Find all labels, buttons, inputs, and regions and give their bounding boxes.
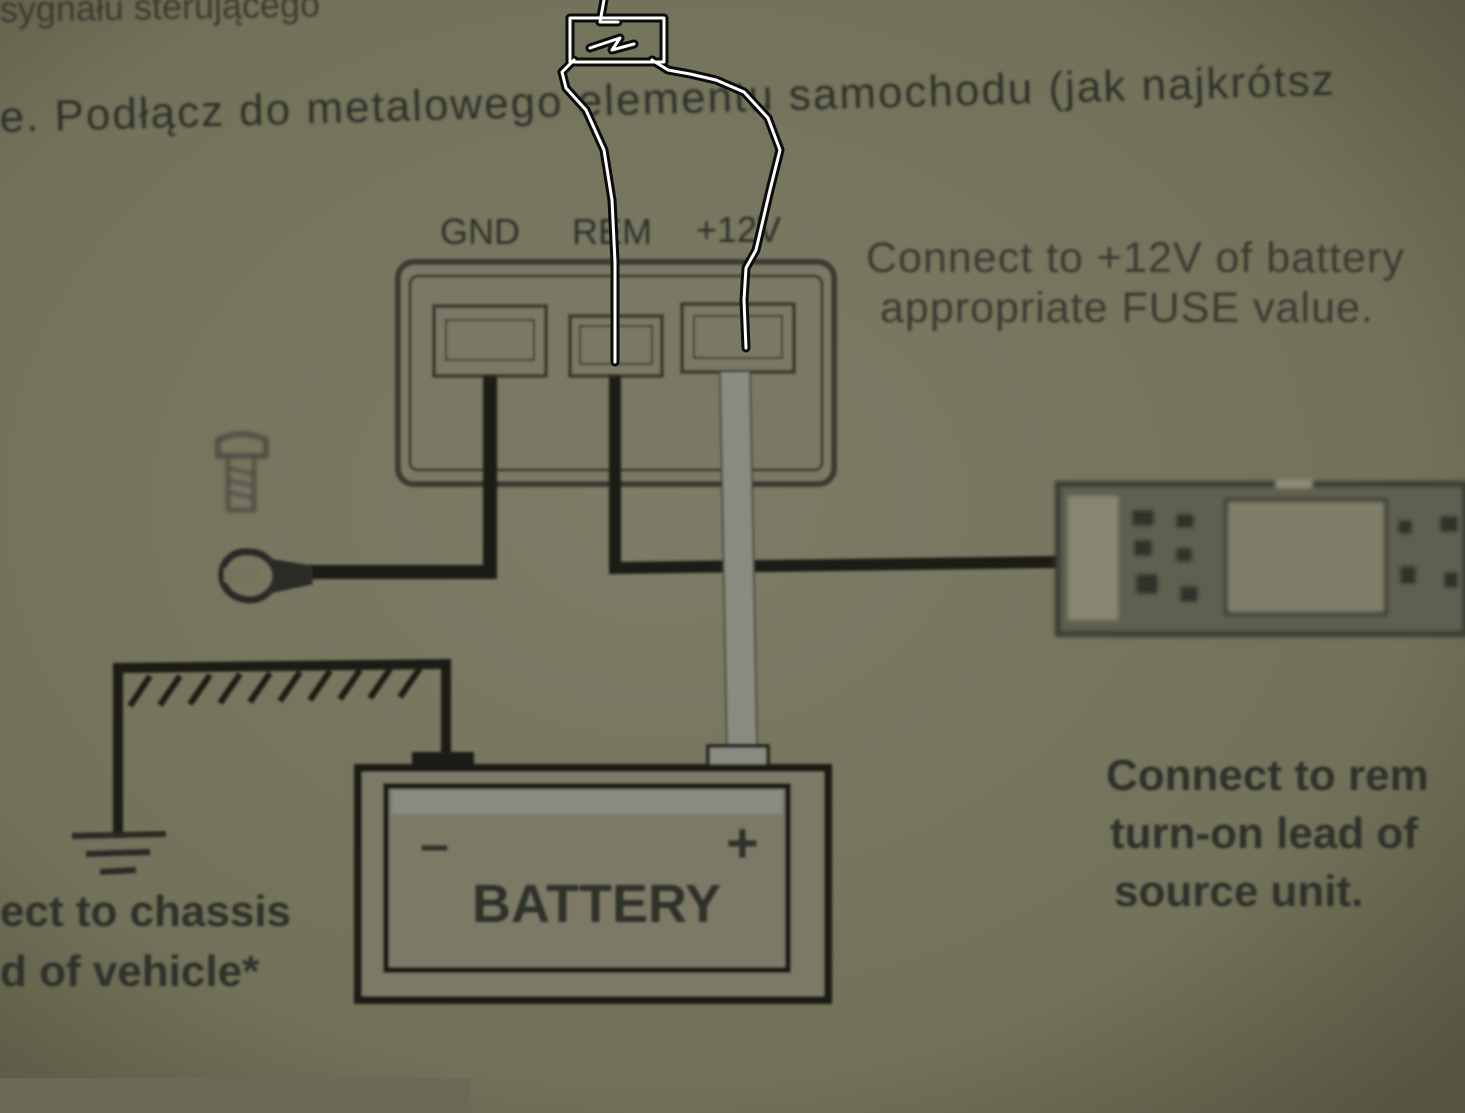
battery-icon (354, 744, 832, 1004)
battery-minus-label: – (420, 816, 449, 874)
chassis-ground (113, 658, 451, 836)
chassis-note-line-1: ect to chassis (0, 887, 291, 936)
head-unit-icon (1055, 480, 1465, 637)
header-text-line-1: sygnału sterującego (0, 0, 320, 30)
battery-plus-label: + (726, 811, 759, 874)
rem-wire (609, 376, 1059, 575)
hand-drawn-annotation (557, 0, 785, 367)
gnd-wire (310, 376, 497, 579)
screw-icon (215, 431, 269, 512)
battery-label: BATTERY (472, 874, 721, 934)
battery-note-line-2: appropriate FUSE value. (880, 284, 1374, 332)
remote-note-line-2: turn-on lead of (1110, 809, 1418, 858)
remote-note-line-3: source unit. (1114, 867, 1363, 916)
plus12v-wire (720, 371, 757, 749)
bottom-shadow-strip (0, 1078, 470, 1113)
remote-note-line-1: Connect to rem (1106, 751, 1429, 800)
ring-terminal-icon (218, 548, 313, 604)
ground-symbol-icon (71, 831, 167, 875)
battery-note-line-1: Connect to +12V of battery (866, 234, 1405, 282)
chassis-note-line-2: d of vehicle* (0, 947, 260, 996)
gnd-label: GND (440, 211, 520, 252)
